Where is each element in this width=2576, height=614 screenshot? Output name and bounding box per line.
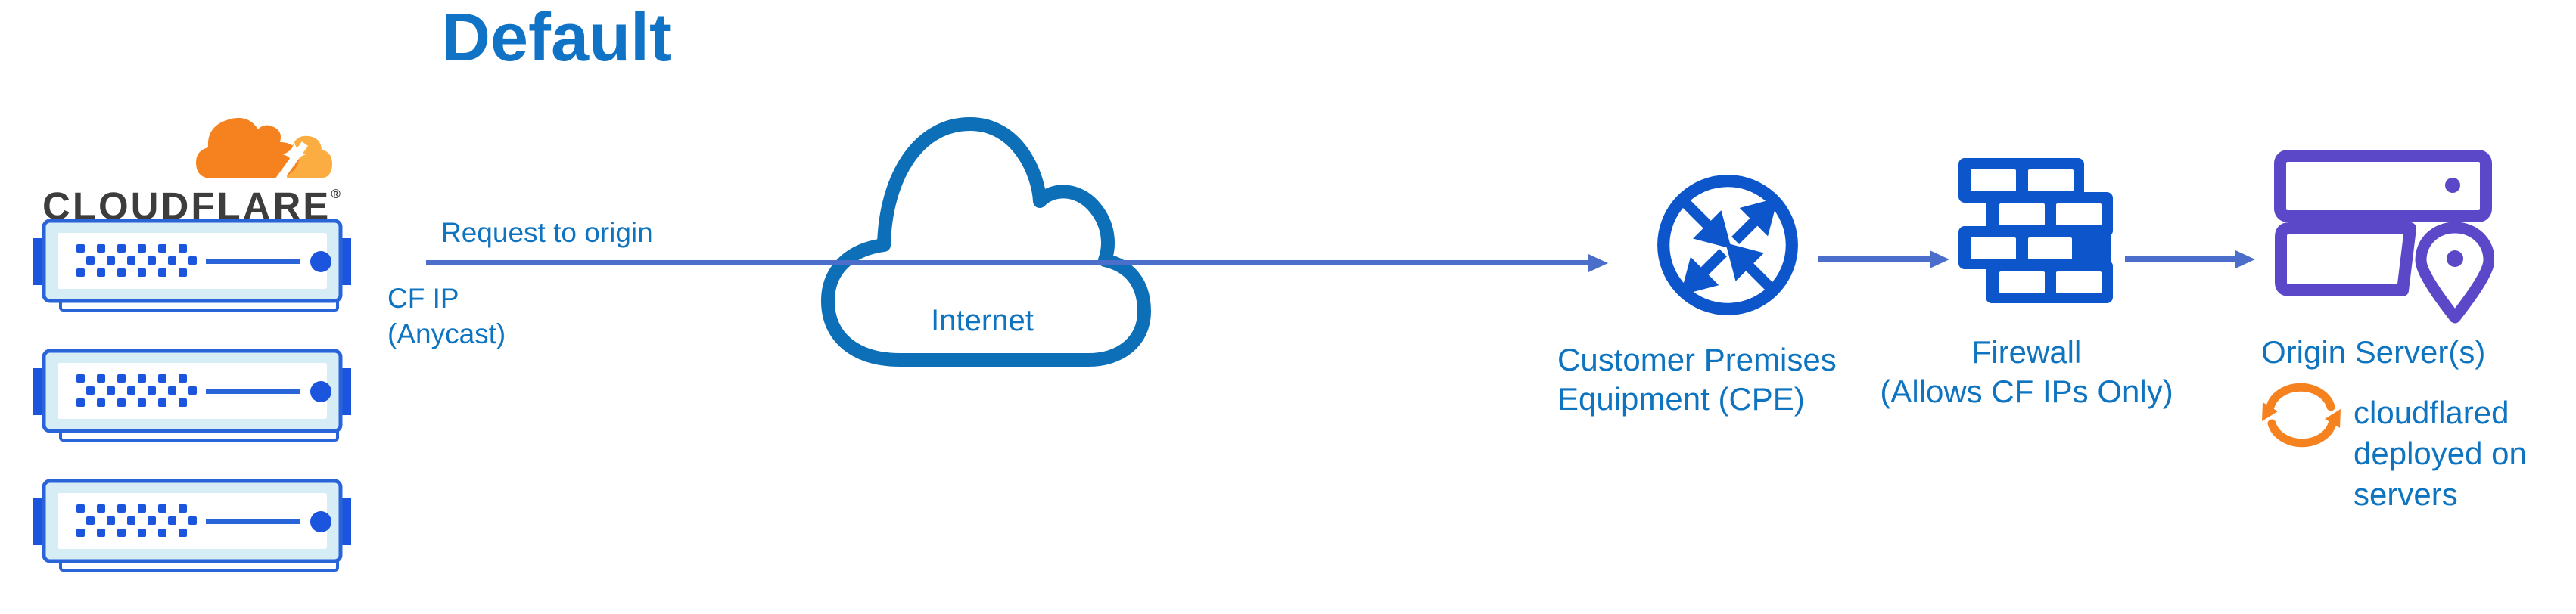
cpe-to-firewall-arrowhead-icon	[1930, 250, 1949, 268]
cloudflared-note-line: servers	[2354, 476, 2458, 512]
request-to-origin-label: Request to origin	[441, 217, 653, 248]
firewall-to-origin-arrowhead-icon	[2235, 250, 2255, 268]
origin-server-location-icon	[2274, 150, 2494, 324]
cpe-label-line: Customer Premises	[1557, 342, 1837, 377]
cloudflare-cloud-icon	[196, 117, 332, 186]
registered-trademark-symbol: ®	[331, 187, 341, 201]
cpe-label: Customer Premises Equipment (CPE)	[1557, 340, 1837, 419]
main-flow-arrowhead-icon	[1588, 254, 1608, 272]
cloudflared-note-line: cloudflared	[2354, 395, 2509, 430]
firewall-label: Firewall (Allows CF IPs Only)	[1875, 333, 2178, 411]
cf-edge-server-icon	[33, 349, 351, 442]
firewall-label-line: Firewall	[1971, 334, 2082, 370]
origin-servers-label: Origin Server(s)	[2261, 334, 2486, 370]
firewall-to-origin-arrow-shaft	[2125, 256, 2237, 262]
brick-wall-firewall-icon	[1958, 158, 2113, 303]
cloudflared-note-line: deployed on	[2354, 436, 2527, 471]
internet-label: Internet	[931, 304, 1034, 337]
cf-ip-label-line: CF IP	[387, 283, 459, 314]
diagram-title: Default	[441, 0, 673, 76]
cpe-to-firewall-arrow-shaft	[1818, 256, 1933, 262]
router-crossed-arrows-icon	[1657, 175, 1798, 315]
cloudflared-note-label: cloudflared deployed on servers	[2354, 392, 2527, 515]
cf-ip-anycast-label: CF IP (Anycast)	[387, 281, 506, 352]
internet-cloud-icon	[821, 117, 1151, 367]
cf-edge-server-icon	[33, 479, 351, 572]
main-flow-arrow-shaft	[426, 260, 1590, 265]
firewall-label-line: (Allows CF IPs Only)	[1880, 374, 2173, 409]
cf-edge-server-icon	[33, 219, 351, 312]
cpe-label-line: Equipment (CPE)	[1557, 381, 1805, 417]
sync-arrows-icon	[2262, 383, 2341, 448]
anycast-label-line: (Anycast)	[387, 318, 506, 349]
